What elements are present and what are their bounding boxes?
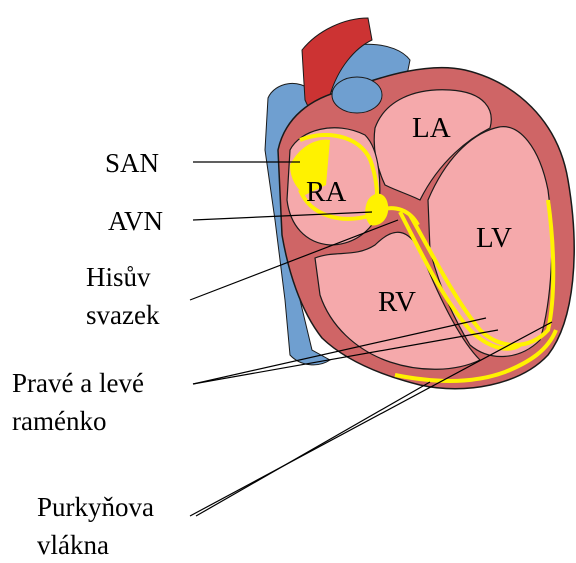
label-avn: AVN <box>108 206 163 236</box>
label-lv: LV <box>476 222 512 254</box>
label-branches-2: raménko <box>12 406 106 436</box>
label-san: SAN <box>105 148 159 178</box>
label-ra: RA <box>306 176 346 208</box>
label-branches-1: Pravé a levé <box>12 368 144 398</box>
coronary-sinus <box>332 77 382 113</box>
label-purkinje-2: vlákna <box>37 530 109 560</box>
label-purkinje-1: Purkyňova <box>37 492 154 522</box>
label-rv: RV <box>378 286 416 318</box>
leader-purkinje-b <box>196 382 430 516</box>
label-la: LA <box>412 112 451 144</box>
label-his-1: Hisův <box>86 262 151 292</box>
label-his-2: svazek <box>86 300 160 330</box>
